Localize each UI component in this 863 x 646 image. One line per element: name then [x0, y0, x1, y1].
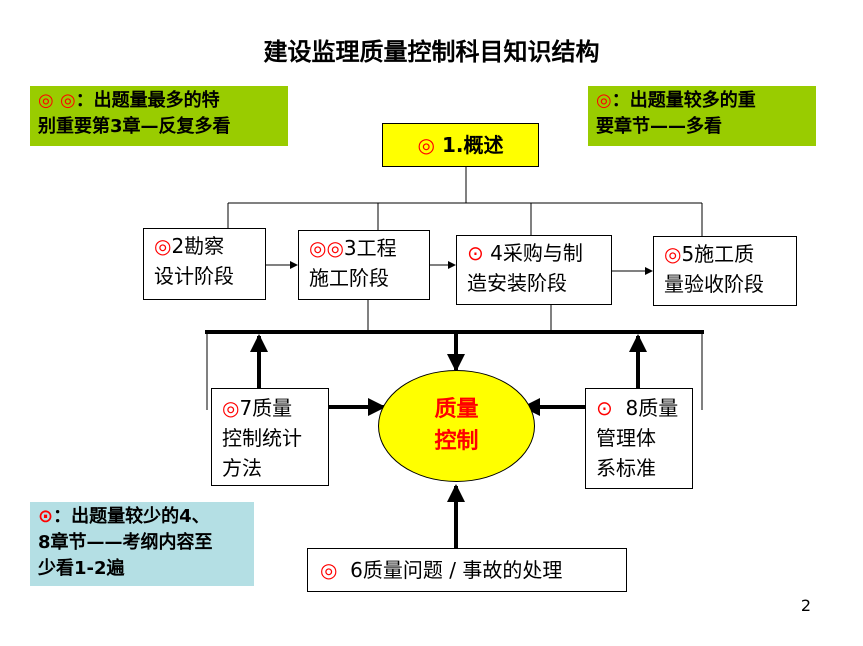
- node-survey-design: ◎2勘察 设计阶段: [143, 228, 266, 300]
- double-mark-icon: ◎◎: [309, 236, 344, 260]
- dot-mark-icon: ⊙: [38, 506, 54, 527]
- stage-arrows: [266, 261, 653, 275]
- single-mark-icon: ◎: [664, 242, 682, 266]
- thick-arrows: [250, 334, 647, 548]
- node-statistics: ◎7质量 控制统计 方法: [211, 388, 329, 486]
- page-number: 2: [800, 596, 811, 615]
- single-mark-icon: ◎: [417, 133, 435, 157]
- legend-note-most: ◎ ◎：出题量最多的特 别重要第3章—反复多看: [30, 86, 288, 146]
- double-mark-icon: ◎ ◎: [38, 90, 76, 111]
- single-mark-icon: ◎: [154, 234, 172, 258]
- node-standards: ⊙ 8质量 管理体 系标准: [585, 388, 693, 489]
- node-accidents: ◎ 6质量问题 / 事故的处理: [307, 548, 627, 592]
- overview-tree-lines: [227, 167, 703, 237]
- node-acceptance: ◎5施工质 量验收阶段: [653, 236, 797, 306]
- single-mark-icon: ◎: [596, 90, 612, 111]
- single-mark-icon: ◎: [320, 558, 338, 582]
- legend-note-less: ⊙：出题量较少的4、 8章节——考纲内容至 少看1-2遍: [30, 502, 254, 586]
- single-mark-icon: ◎: [222, 396, 240, 420]
- node-procurement: ⊙ 4采购与制 造安装阶段: [456, 235, 612, 305]
- legend-note-more: ◎：出题量较多的重 要章节——多看: [588, 86, 816, 146]
- page-title: 建设监理质量控制科目知识结构: [263, 37, 600, 66]
- center-quality-control: 质量 控制: [378, 370, 535, 482]
- dot-mark-icon: ⊙: [596, 396, 613, 420]
- node-construction: ◎◎3工程 施工阶段: [298, 230, 430, 300]
- dot-mark-icon: ⊙: [467, 241, 484, 265]
- node-overview: ◎ 1.概述: [382, 123, 539, 167]
- bus-connectors: [206, 300, 703, 410]
